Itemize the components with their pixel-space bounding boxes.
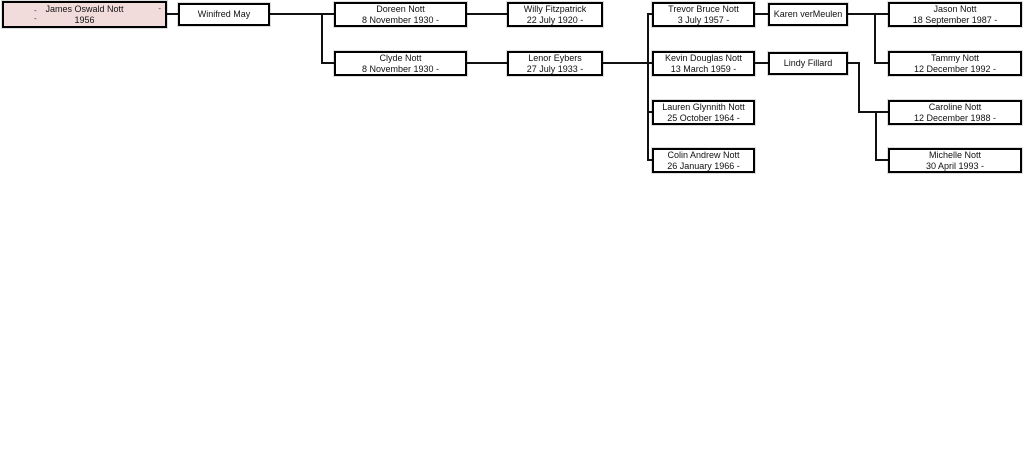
person-date: 3 July 1957 - (677, 15, 730, 25)
connector-line-kevin-lindy (755, 62, 768, 64)
person-box-karen-vermeulen[interactable]: Karen verMeulen (768, 3, 848, 26)
connector-line-winifred-doreen (270, 13, 334, 15)
person-name: Kevin Douglas Nott (664, 53, 743, 63)
person-date: 13 March 1959 - (670, 64, 737, 74)
person-name: Clyde Nott (379, 53, 422, 63)
person-date: 18 September 1987 - (912, 15, 998, 25)
person-date: 26 January 1966 - (667, 161, 740, 171)
person-name: James Oswald Nott (45, 4, 124, 14)
person-box-lenor-eybers[interactable]: Lenor Eybers 27 July 1933 - (507, 51, 603, 76)
connector-stub-trevor (647, 13, 652, 15)
connector-stub-kevin (647, 62, 652, 64)
person-box-winifred-may[interactable]: Winifred May (178, 3, 270, 26)
person-date: 8 November 1930 - (361, 15, 440, 25)
connector-line-karen-jason (848, 13, 888, 15)
person-date: 27 July 1933 - (526, 64, 584, 74)
person-box-james-oswald-nott[interactable]: - - - James Oswald Nott 1956 (2, 1, 167, 28)
person-name: Tammy Nott (930, 53, 979, 63)
person-box-michelle-nott[interactable]: Michelle Nott 30 April 1993 - (888, 148, 1022, 173)
tick-mark: - (158, 4, 161, 13)
person-box-jason-nott[interactable]: Jason Nott 18 September 1987 - (888, 2, 1022, 27)
person-box-doreen-nott[interactable]: Doreen Nott 8 November 1930 - (334, 2, 467, 27)
connector-drop-to-caroline (858, 62, 860, 113)
person-name: Karen verMeulen (773, 9, 843, 19)
connector-stub-michelle (875, 159, 888, 161)
person-name: Trevor Bruce Nott (668, 4, 739, 14)
connector-line-lindy-children (848, 62, 860, 64)
connector-line-james-winifred (167, 13, 178, 15)
person-box-lindy-fillard[interactable]: Lindy Fillard (768, 52, 848, 75)
person-box-kevin-douglas-nott[interactable]: Kevin Douglas Nott 13 March 1959 - (652, 51, 755, 76)
tick-mark: - (34, 14, 37, 23)
person-name: Willy Fitzpatrick (523, 4, 587, 14)
person-name: Lauren Glynnith Nott (662, 102, 745, 112)
person-date: 1956 (74, 15, 95, 25)
person-name: Lenor Eybers (528, 53, 582, 63)
connector-stub-lauren (647, 111, 652, 113)
person-name: Colin Andrew Nott (667, 150, 740, 160)
person-box-caroline-nott[interactable]: Caroline Nott 12 December 1988 - (888, 100, 1022, 125)
person-date: 12 December 1992 - (913, 64, 997, 74)
person-name: Michelle Nott (928, 150, 982, 160)
connector-line-clyde-lenor (467, 62, 507, 64)
person-name: Jason Nott (933, 4, 977, 14)
person-box-trevor-bruce-nott[interactable]: Trevor Bruce Nott 3 July 1957 - (652, 2, 755, 27)
connector-stub-colin (647, 159, 652, 161)
person-date: 25 October 1964 - (667, 113, 740, 123)
connector-drop-to-clyde (321, 13, 323, 64)
person-name: Doreen Nott (376, 4, 425, 14)
person-box-lauren-glynnith-nott[interactable]: Lauren Glynnith Nott 25 October 1964 - (652, 100, 755, 125)
person-box-colin-andrew-nott[interactable]: Colin Andrew Nott 26 January 1966 - (652, 148, 755, 173)
connector-line-trevor-karen (755, 13, 768, 15)
person-date: 8 November 1930 - (361, 64, 440, 74)
person-box-tammy-nott[interactable]: Tammy Nott 12 December 1992 - (888, 51, 1022, 76)
person-date: 12 December 1988 - (913, 113, 997, 123)
person-date: 30 April 1993 - (925, 161, 985, 171)
connector-stub-caroline (858, 111, 888, 113)
connector-trunk-clyde-children (647, 13, 649, 161)
person-name: Winifred May (197, 9, 251, 19)
connector-drop-to-tammy (874, 13, 876, 64)
person-name: Lindy Fillard (783, 58, 833, 68)
connector-drop-to-michelle (875, 111, 877, 161)
connector-line-lenor-children (603, 62, 648, 64)
tick-mark: - (34, 6, 37, 15)
person-box-clyde-nott[interactable]: Clyde Nott 8 November 1930 - (334, 51, 467, 76)
person-date: 22 July 1920 - (526, 15, 584, 25)
person-box-willy-fitzpatrick[interactable]: Willy Fitzpatrick 22 July 1920 - (507, 2, 603, 27)
connector-stub-tammy (874, 62, 888, 64)
connector-stub-clyde (321, 62, 334, 64)
connector-line-doreen-willy (467, 13, 507, 15)
person-name: Caroline Nott (928, 102, 982, 112)
